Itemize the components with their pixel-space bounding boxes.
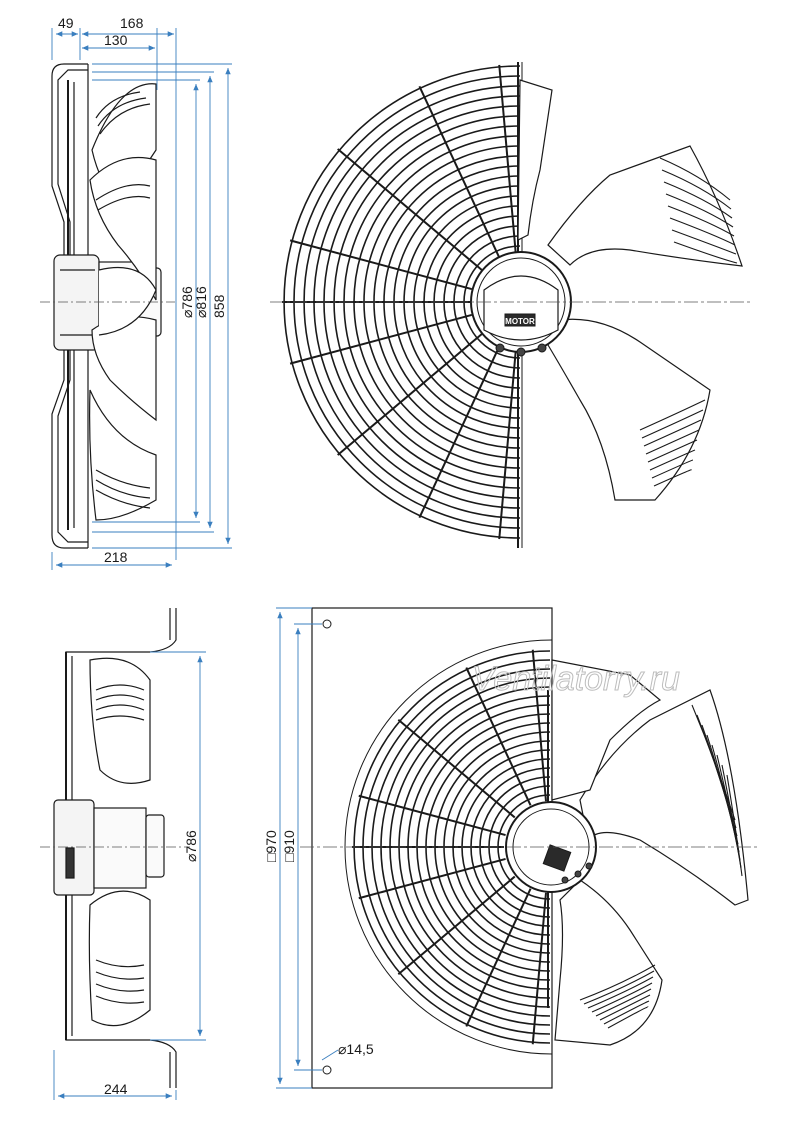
side-top-dimension-labels: 49 168 130 ⌀786 ⌀816 858 218	[58, 15, 227, 565]
guard-spoke	[337, 148, 483, 271]
guard-spoke	[418, 346, 500, 519]
guard-spoke	[531, 649, 547, 802]
front-view-panel	[300, 607, 760, 1089]
dim-sq-970: □970	[263, 830, 279, 862]
blade-rib	[603, 1000, 650, 1025]
blade-rib	[673, 241, 738, 264]
guard-spoke	[531, 892, 547, 1045]
dim-168: 168	[120, 15, 144, 31]
guard-spoke	[358, 794, 506, 837]
watermark-text: Ventilatorry.ru	[472, 660, 680, 698]
side-bottom-dimension-labels: ⌀786 244	[104, 830, 199, 1097]
blade-rib	[639, 399, 706, 431]
guard-spoke	[289, 313, 472, 365]
blade-rib	[591, 982, 653, 1013]
dim-49: 49	[58, 15, 74, 31]
blade-rib	[647, 439, 698, 463]
dim-218: 218	[104, 549, 128, 565]
blade-rib	[641, 409, 704, 439]
guard-spoke	[358, 857, 506, 900]
dim-dia-816: ⌀816	[193, 286, 209, 318]
blade-rib	[583, 970, 655, 1005]
blade-rib	[653, 469, 692, 487]
blade-rib	[587, 976, 654, 1009]
side-top-dimensions	[51, 28, 232, 570]
guard-spoke	[397, 718, 516, 819]
blade-rib	[649, 449, 696, 471]
guard-spoke	[465, 667, 532, 806]
front-view-guard: MOTOR	[270, 62, 750, 548]
guard-spoke	[465, 888, 532, 1027]
front-bottom-dimensions	[276, 607, 339, 1089]
guard-spoke	[289, 239, 472, 291]
dim-dia-786-bottom: ⌀786	[183, 830, 199, 862]
side-view-guard	[40, 63, 175, 549]
dim-130: 130	[104, 32, 128, 48]
blade-rib	[659, 157, 731, 201]
dim-dia-786: ⌀786	[179, 286, 195, 318]
blade-rib	[671, 229, 737, 255]
blade-rib	[665, 193, 734, 228]
blade-rib	[669, 217, 736, 246]
blade-rib	[595, 988, 652, 1017]
blade-rib	[667, 205, 735, 237]
guard-spoke	[498, 64, 517, 253]
blade-rib	[726, 774, 743, 877]
blade-rib	[651, 459, 694, 479]
side-bottom-dimensions	[53, 651, 206, 1100]
guard-spoke	[498, 351, 517, 540]
blade-rib	[599, 994, 651, 1021]
guard-spoke	[418, 85, 500, 258]
guard-spoke	[397, 875, 516, 976]
blade-rib	[663, 181, 733, 219]
front-bottom-dimension-labels: □970 □910 ⌀14,5	[263, 830, 374, 1057]
blade-rib	[645, 429, 700, 455]
motor-badge: MOTOR	[505, 317, 535, 326]
blade-rib	[661, 169, 732, 210]
guard-spoke	[337, 333, 483, 456]
blade-rib	[579, 964, 656, 1001]
dim-hole-14-5: ⌀14,5	[338, 1041, 374, 1057]
dim-244: 244	[104, 1081, 128, 1097]
side-view-panel	[40, 608, 190, 1088]
blade-rib	[643, 419, 702, 447]
dim-858: 858	[211, 294, 227, 318]
dim-sq-910: □910	[281, 830, 297, 862]
